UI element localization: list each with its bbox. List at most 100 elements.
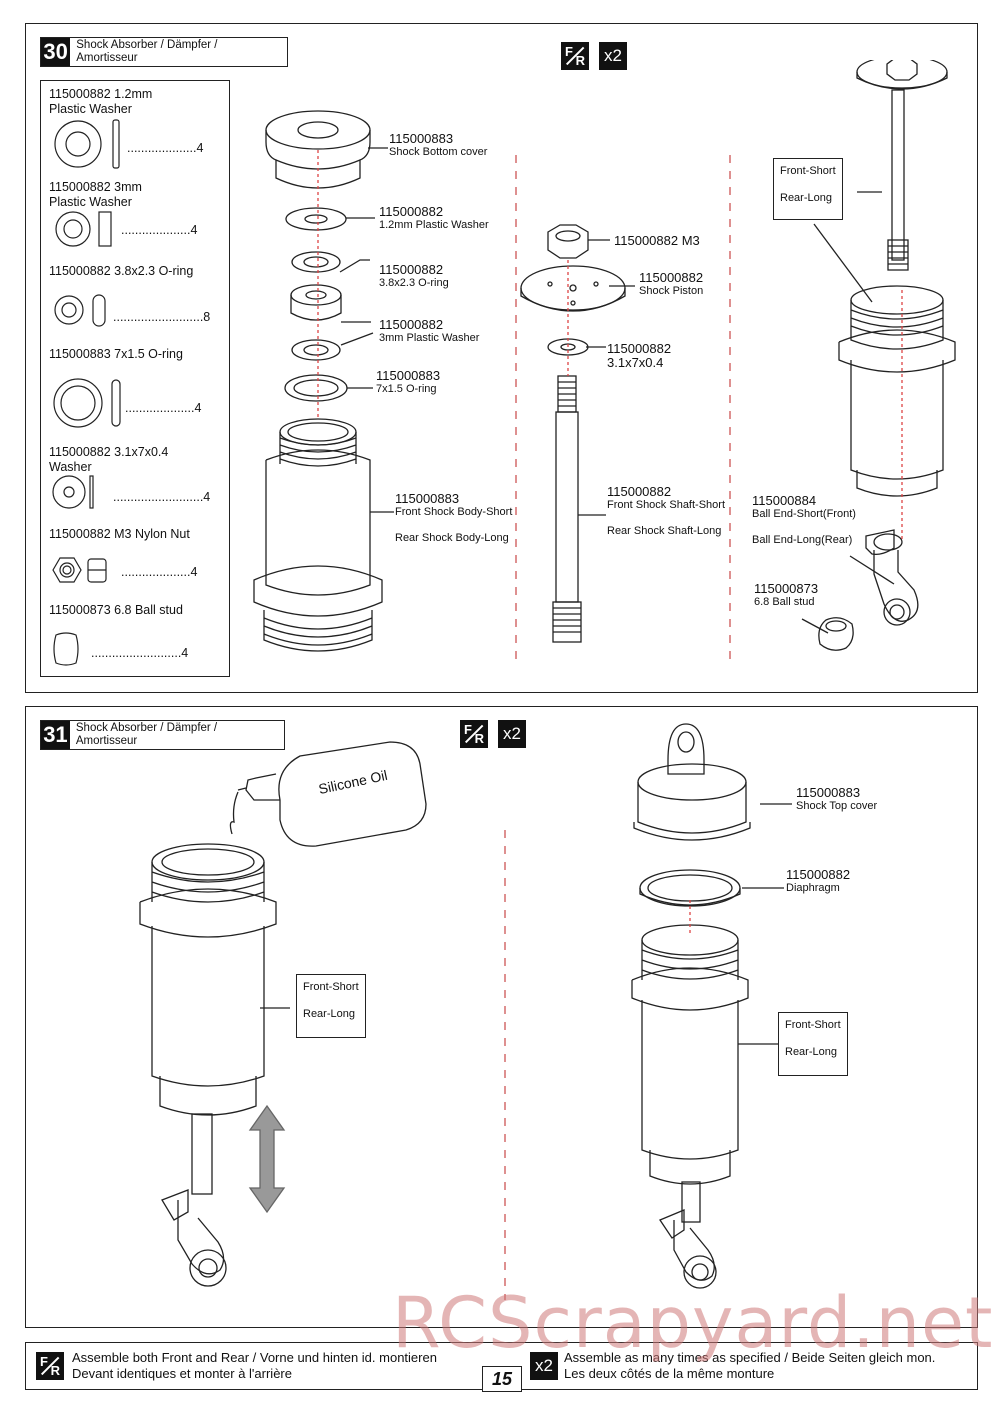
length-box-31-right: Front-Short Rear-Long [778, 1012, 848, 1076]
ball-stud-drawing [818, 617, 854, 651]
label-top-cover: 115000883 Shock Top cover [796, 786, 877, 813]
m3-nut-drawing [547, 224, 589, 259]
step-30-header: 30 Shock Absorber / Dämpfer / Amortisseu… [40, 37, 288, 67]
oring-38-drawing-a [291, 251, 341, 273]
label-shaft: 115000882 Front Shock Shaft-Short Rear S… [607, 485, 725, 538]
part-name-1: 115000882 1.2mm Plastic Washer [49, 87, 153, 116]
washer-3-icon [55, 211, 91, 247]
length-box-31-left: Front-Short Rear-Long [296, 974, 366, 1038]
name-oring-38: 3.8x2.3 O-ring [379, 277, 449, 289]
oring-38-drawing-b [291, 339, 341, 361]
pn-m3-nut: 115000882 M3 [614, 233, 700, 248]
label-washer-12: 115000882 1.2mm Plastic Washer [379, 205, 489, 232]
pn-diaphragm: 115000882 [786, 867, 851, 882]
fr-r: R [575, 53, 585, 68]
oring-38-icon [54, 295, 84, 325]
part-name-2: 115000882 3mm Plastic Washer [49, 180, 142, 209]
label-piston: 115000882 Shock Piston [639, 271, 703, 298]
footer-right-line2: Les deux côtés de la même monture [564, 1366, 775, 1381]
name-ballend-front: Ball End-Short(Front) [752, 508, 856, 520]
part-name-4: 115000883 7x1.5 O-ring [49, 347, 183, 361]
name-washer-12: 1.2mm Plastic Washer [379, 219, 489, 231]
label-washer-3: 115000882 3mm Plastic Washer [379, 318, 479, 345]
step-31-number: 31 [41, 721, 70, 749]
ball-stud-icon [53, 632, 79, 666]
step-31-title: Shock Absorber / Dämpfer / Amortisseur [75, 722, 218, 747]
name-piston: Shock Piston [639, 285, 704, 297]
len-rear-31-left: Rear-Long [303, 1008, 355, 1020]
part-qty-2: ....................4 [121, 223, 198, 237]
label-shock-body: 115000883 Front Shock Body-Short Rear Sh… [395, 492, 512, 545]
times-two-icon: x2 [599, 42, 627, 70]
right-shock-body-drawing [631, 924, 749, 1289]
name-ballend-rear: Ball End-Long(Rear) [752, 534, 853, 546]
parts-list-icons [52, 119, 121, 666]
footer-left-line2: Devant identiques et monter à l'arrière [72, 1366, 292, 1381]
front-rear-icon: F R [561, 42, 589, 70]
part-qty-7: ..........................4 [91, 646, 189, 660]
page-number: 15 [482, 1366, 522, 1392]
step-30-title: Shock Absorber / Dämpfer / Amortisseur [76, 39, 218, 64]
name-shaft-front: Front Shock Shaft-Short [607, 499, 725, 511]
label-ball-end: 115000884 Ball End-Short(Front) Ball End… [752, 494, 856, 547]
footer-fr-f: F [40, 1354, 48, 1369]
step-31-drawing [139, 723, 792, 1300]
pn-shaft: 115000882 [607, 484, 672, 499]
oring-7-drawing [284, 374, 348, 402]
footer-front-rear-icon: F R [36, 1352, 64, 1380]
shock-piston-drawing [520, 265, 626, 312]
pn-bottom-cover: 115000883 [389, 131, 454, 146]
part-name-5: 115000882 3.1x7x0.4 Washer [49, 445, 169, 474]
label-washer-31: 115000882 3.1x7x0.4 [607, 342, 671, 370]
assembled-shock-drawing [838, 60, 956, 497]
parts-list: 115000882 1.2mm Plastic Washer .........… [40, 80, 230, 677]
len-rear-30: Rear-Long [780, 192, 832, 204]
shock-body-drawing [253, 418, 383, 652]
pn-oring-38: 115000882 [379, 262, 444, 277]
name-washer-3: 3mm Plastic Washer [379, 332, 480, 344]
part-qty-4: ....................4 [125, 401, 202, 415]
length-box-30: Front-Short Rear-Long [773, 158, 843, 220]
part-qty-1: ....................4 [127, 141, 204, 155]
washer-31-icon [52, 475, 86, 509]
front-rear-icon-31: F R [460, 720, 488, 748]
label-bottom-cover: 115000883 Shock Bottom cover [389, 132, 487, 159]
footer-fr-r: R [50, 1363, 60, 1378]
pn-piston: 115000882 [639, 270, 704, 285]
pn-washer-31: 115000882 [607, 341, 672, 356]
times-two-icon-31: x2 [498, 720, 526, 748]
name-bottom-cover: Shock Bottom cover [389, 146, 488, 158]
pn-washer-3: 115000882 [379, 317, 444, 332]
name-ball-stud: 6.8 Ball stud [754, 596, 815, 608]
shock-top-cover-drawing [633, 723, 751, 841]
name-oring-7: 7x1.5 O-ring [376, 383, 437, 395]
label-oring-7: 115000883 7x1.5 O-ring [376, 369, 440, 396]
fr-f-31: F [464, 722, 472, 737]
fr-r-31: R [474, 731, 484, 746]
pn-oring-7: 115000883 [376, 368, 441, 383]
left-shock-body-drawing [139, 843, 277, 1287]
part-name-3: 115000882 3.8x2.3 O-ring [49, 264, 194, 278]
len-front-31-right: Front-Short [785, 1019, 841, 1031]
washer-3-drawing [290, 284, 342, 321]
name-body-front: Front Shock Body-Short [395, 506, 513, 518]
step-31-header: 31 Shock Absorber / Dämpfer / Amortisseu… [40, 720, 285, 750]
label-ball-stud: 115000873 6.8 Ball stud [754, 582, 818, 609]
step-30-number: 30 [41, 38, 71, 66]
footer-times-two-icon: x2 [530, 1352, 558, 1380]
len-rear-31-right: Rear-Long [785, 1046, 837, 1058]
part-qty-3: ..........................8 [113, 310, 211, 324]
name-shaft-rear: Rear Shock Shaft-Long [607, 525, 722, 537]
shock-shaft-drawing [552, 375, 582, 643]
part-qty-6: ....................4 [121, 565, 198, 579]
step-31-panel [25, 706, 978, 1328]
name-diaphragm: Diaphragm [786, 882, 840, 894]
ball-end-drawing [865, 529, 919, 626]
washer-12-icon [54, 120, 102, 168]
pn-ball-stud: 115000873 [754, 581, 819, 596]
part-name-7: 115000873 6.8 Ball stud [49, 603, 183, 617]
footer-right-line1: Assemble as many times as specified / Be… [564, 1350, 936, 1365]
len-front-30: Front-Short [780, 165, 836, 177]
watermark: RCScrapyard.net [392, 1282, 994, 1364]
fr-f: F [565, 44, 573, 59]
